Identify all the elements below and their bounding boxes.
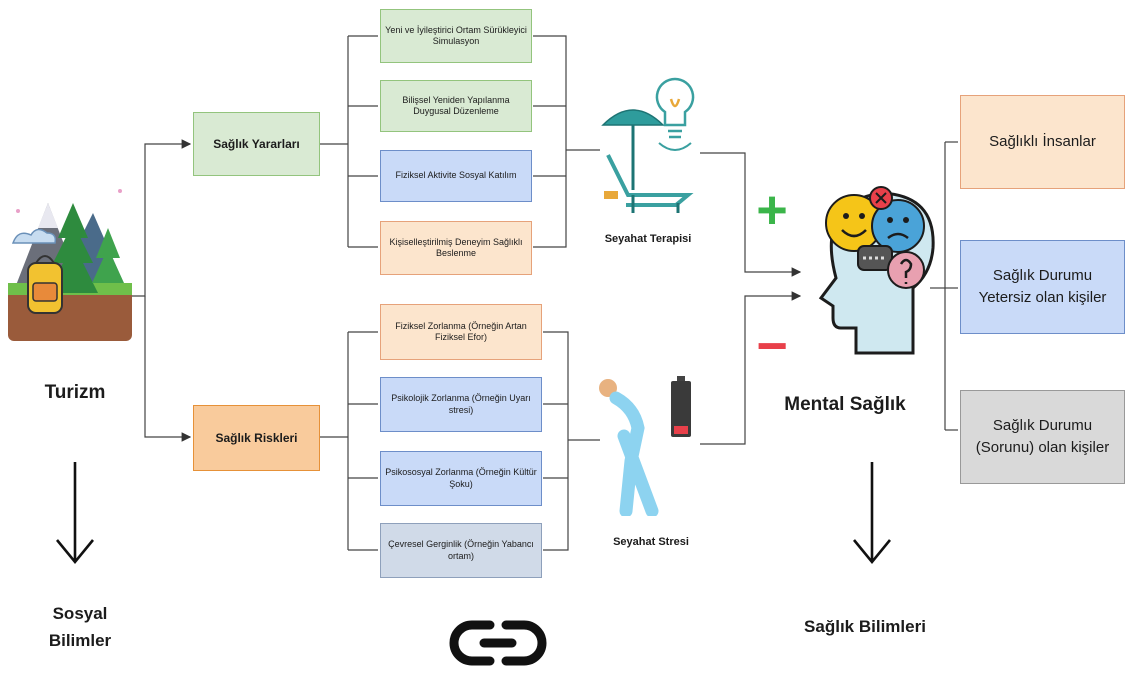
health-benefits-box: Sağlık Yararları [193, 112, 320, 176]
benefit-item: Fiziksel Aktivite Sosyal Katılım [380, 150, 532, 202]
risk-item: Çevresel Gerginlik (Örneğin Yabancı orta… [380, 523, 542, 578]
lightbulb-icon [651, 75, 699, 160]
positive-effect-sign: + [756, 180, 788, 240]
travel-therapy-label: Seyahat Terapisi [604, 233, 692, 245]
risk-item: Psikolojik Zorlanma (Örneğin Uyarı stres… [380, 377, 542, 432]
tourism-backpack-icon [8, 183, 132, 343]
down-arrow-icon [850, 460, 894, 573]
risk-item: Fiziksel Zorlanma (Örneğin Artan Fizikse… [380, 304, 542, 360]
category-healthy-people: Sağlıklı İnsanlar [960, 95, 1125, 189]
mental-health-head-icon [806, 178, 936, 363]
health-sciences-label: Sağlık Bilimleri [804, 617, 926, 636]
down-arrow-icon [53, 460, 97, 573]
benefit-item: Bilişsel Yeniden Yapılanma Duygusal Düze… [380, 80, 532, 132]
category-inadequate-health: Sağlık Durumu Yetersiz olan kişiler [960, 240, 1125, 334]
health-risks-box: Sağlık Riskleri [193, 405, 320, 471]
benefit-item: Kişiselleştirilmiş Deneyim Sağlıklı Besl… [380, 221, 532, 275]
chain-link-icon [446, 617, 550, 674]
risk-item: Psikososyal Zorlanma (Örneğin Kültür Şok… [380, 451, 542, 506]
category-health-problem: Sağlık Durumu (Sorunu) olan kişiler [960, 390, 1125, 484]
tourism-title: Turizm [44, 382, 106, 403]
travel-stress-label: Seyahat Stresi [613, 536, 689, 548]
beach-lounger-icon [598, 95, 694, 225]
benefit-item: Yeni ve İyileştirici Ortam Sürükleyici S… [380, 9, 532, 63]
low-battery-icon [670, 376, 692, 443]
social-sciences-label: Sosyal Bilimler [48, 604, 112, 651]
mental-health-title: Mental Sağlık [784, 394, 906, 415]
tired-walker-icon [596, 376, 671, 521]
negative-effect-sign: − [756, 316, 788, 376]
